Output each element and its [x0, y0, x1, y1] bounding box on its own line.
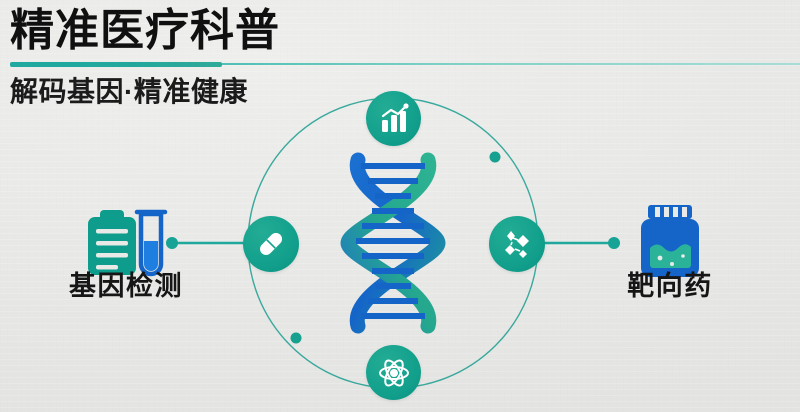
node-right-compound[interactable] — [489, 216, 545, 272]
pill-capsule-icon — [260, 233, 282, 255]
title-underline-accent — [10, 62, 222, 67]
orbit-dot-upper-right — [489, 151, 501, 163]
dna-helix-icon — [340, 152, 446, 334]
title-underline-extension — [222, 63, 800, 65]
connector-right — [540, 237, 620, 249]
atom-icon — [378, 359, 409, 386]
clipboard-testtube-icon — [88, 209, 168, 277]
node-left-medication[interactable] — [243, 216, 299, 272]
molecule-diamonds-icon — [505, 231, 529, 258]
node-top-analytics[interactable] — [366, 91, 421, 146]
bar-chart-trend-icon — [381, 102, 409, 132]
side-label-right: 靶向药 — [627, 270, 713, 301]
connector-left — [166, 237, 250, 249]
medicine-bottle-icon — [641, 205, 699, 277]
side-label-left: 基因检测 — [69, 270, 183, 301]
orbit-dot-lower-left — [290, 332, 302, 344]
page-subtitle: 解码基因·精准健康 — [10, 76, 248, 107]
node-bottom-research[interactable] — [366, 345, 421, 400]
page-title: 精准医疗科普 — [10, 6, 280, 55]
